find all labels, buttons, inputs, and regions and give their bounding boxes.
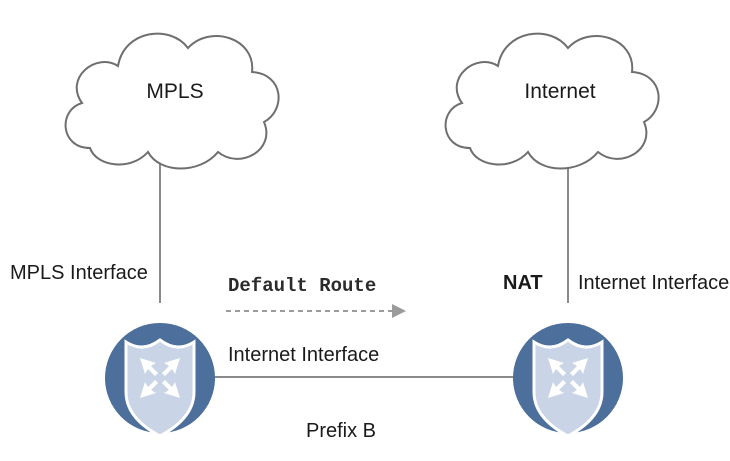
mpls-cloud-label: MPLS — [146, 80, 203, 103]
internet-cloud: Internet — [444, 32, 660, 170]
nat-label: NAT — [503, 272, 543, 294]
prefix-b-label: Prefix B — [306, 420, 376, 442]
internet-interface-right-label: Internet Interface — [578, 272, 729, 294]
mpls-interface-label: MPLS Interface — [10, 262, 148, 284]
internet-interface-left-label: Internet Interface — [228, 344, 379, 366]
internet-cloud-label: Internet — [524, 80, 595, 103]
mpls-cloud: MPLS — [64, 32, 280, 170]
default-route-arrow — [226, 304, 406, 318]
left-router-icon — [103, 321, 217, 438]
default-route-label: Default Route — [228, 275, 376, 297]
right-router-icon — [511, 321, 625, 438]
